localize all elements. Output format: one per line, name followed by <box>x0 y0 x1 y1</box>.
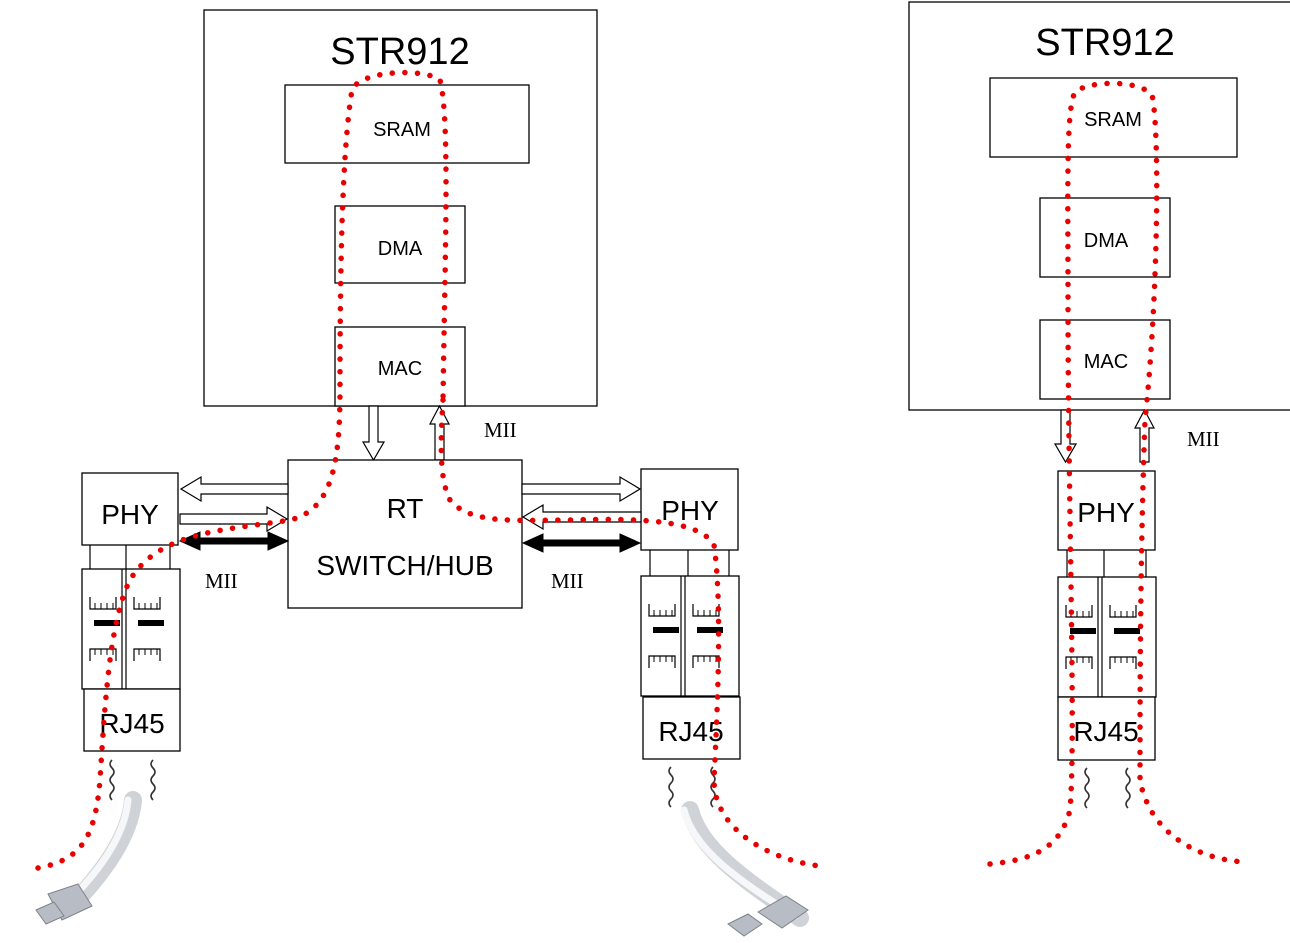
left-transformer <box>82 569 180 689</box>
left-phy-label: PHY <box>101 499 159 530</box>
right-ethernet-cable <box>684 810 808 936</box>
left-rj45-label: RJ45 <box>99 708 164 739</box>
left-mac-label: MAC <box>378 358 422 380</box>
left-switch-hub-block <box>288 460 522 608</box>
left-system: STR912 SRAM DMA MAC MII RT SWITCH/HUB PH… <box>36 10 820 936</box>
right-dma-label: DMA <box>1084 230 1129 252</box>
left-sram-label: SRAM <box>373 119 431 141</box>
left-mii-left-label: MII <box>205 569 238 593</box>
right-mii-label: MII <box>1187 427 1220 451</box>
left-switch-label-rt: RT <box>387 493 424 524</box>
right-mac-down-arrow <box>1055 410 1076 462</box>
right-phy-label: PHY <box>661 495 719 526</box>
right-rj45-label: RJ45 <box>658 716 723 747</box>
right-chip-label: STR912 <box>1035 22 1174 64</box>
right-sram-label: SRAM <box>1084 109 1142 131</box>
right-phy-mii-arrow <box>523 534 640 552</box>
left-chip-label: STR912 <box>330 31 469 73</box>
right-phy-tx-arrow <box>522 477 640 501</box>
left-mac-down-arrow <box>363 406 384 460</box>
right-transformer <box>641 576 739 696</box>
left-dma-label: DMA <box>378 238 423 260</box>
right-system: STR912 SRAM DMA MAC MII PHY RJ45 <box>909 2 1290 864</box>
right-system-rj45-label: RJ45 <box>1073 716 1138 747</box>
left-switch-label-hub: SWITCH/HUB <box>316 550 493 581</box>
left-mii-right-label: MII <box>551 569 584 593</box>
right-mac-label: MAC <box>1084 351 1128 373</box>
left-phy-rx-arrow <box>181 477 288 501</box>
left-ethernet-cable <box>36 800 133 924</box>
right-system-phy-label: PHY <box>1077 497 1135 528</box>
left-mii-top-label: MII <box>484 418 517 442</box>
right-phy-rx-arrow <box>523 505 641 529</box>
